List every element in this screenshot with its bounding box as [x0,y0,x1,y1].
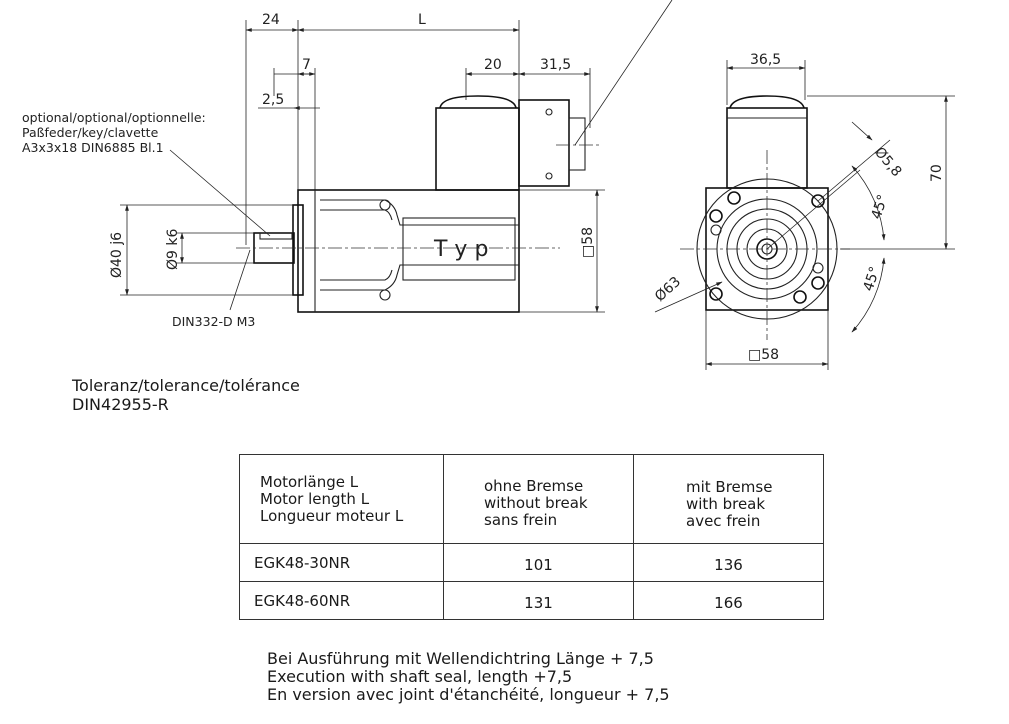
angle-45-bottom: 45° [861,265,884,294]
tolerance-line-1: Toleranz/tolerance/tolérance [72,376,300,395]
table-row: EGK48-30NR 101 136 [239,543,824,582]
dim-70: 70 [929,164,945,182]
dim-diameter-5-8: Ø5,8 [871,144,905,180]
header-motor-length-fr: Longueur moteur L [260,506,404,525]
dim-diameter-9: Ø9 k6 [165,229,181,270]
dim-36-5: 36,5 [750,52,781,68]
header-with-brake-fr: avec frein [686,511,761,530]
dim-square-58-side: □58 [580,227,596,258]
header-with-brake: mit Bremse with break avec frein [633,454,824,544]
shaft-seal-notes: Bei Ausführung mit Wellendichtring Länge… [267,650,670,704]
tolerance-line-2: DIN42955-R [72,395,169,414]
key-note-line-2: Paßfeder/key/clavette [22,125,159,140]
shaft-seal-note-fr: En version avec joint d'étanchéité, long… [267,685,670,704]
motor-length-table: Motorlänge L Motor length L Longueur mot… [239,454,824,620]
header-with-brake-en: with break [686,494,766,513]
thread-note: DIN332-D M3 [172,314,255,329]
dim-diameter-40: Ø40 j6 [109,232,125,278]
with-brake-cell: 136 [633,543,824,582]
dim-7: 7 [302,57,311,73]
without-brake-cell: 131 [443,581,634,620]
with-brake-cell: 166 [633,581,824,620]
dim-square-58-bottom: □58 [748,347,779,363]
header-without-brake-fr: sans frein [484,510,558,529]
dim-diameter-63: Ø63 [652,274,684,305]
without-brake-cell: 101 [443,543,634,582]
header-without-brake-de: ohne Bremse [484,476,584,495]
dim-20: 20 [484,57,502,73]
key-note-line-3: A3x3x18 DIN6885 Bl.1 [22,140,164,155]
header-without-brake-en: without break [484,493,588,512]
shaft-seal-note-de: Bei Ausführung mit Wellendichtring Länge… [267,649,654,668]
model-cell: EGK48-30NR [239,543,444,582]
type-label: T y p [433,237,488,262]
side-view [120,0,673,313]
dim-24: 24 [262,12,280,28]
shaft-seal-note-en: Execution with shaft seal, length +7,5 [267,667,573,686]
header-without-brake: ohne Bremse without break sans frein [443,454,634,544]
tolerance-note: Toleranz/tolerance/tolérance DIN42955-R [72,376,300,414]
dim-31-5: 31,5 [540,57,571,73]
angle-45-top: 45° [869,193,892,222]
key-note-line-1: optional/optional/optionnelle: [22,110,206,125]
table-header-row: Motorlänge L Motor length L Longueur mot… [239,454,824,544]
header-motor-length-en: Motor length L [260,489,370,508]
front-view [654,60,955,370]
header-motor-length-de: Motorlänge L [260,472,359,491]
header-motor-length: Motorlänge L Motor length L Longueur mot… [239,454,444,544]
header-with-brake-de: mit Bremse [686,477,773,496]
table-row: EGK48-60NR 131 166 [239,581,824,620]
dim-2-5: 2,5 [262,92,284,108]
model-cell: EGK48-60NR [239,581,444,620]
dim-L: L [418,12,426,28]
